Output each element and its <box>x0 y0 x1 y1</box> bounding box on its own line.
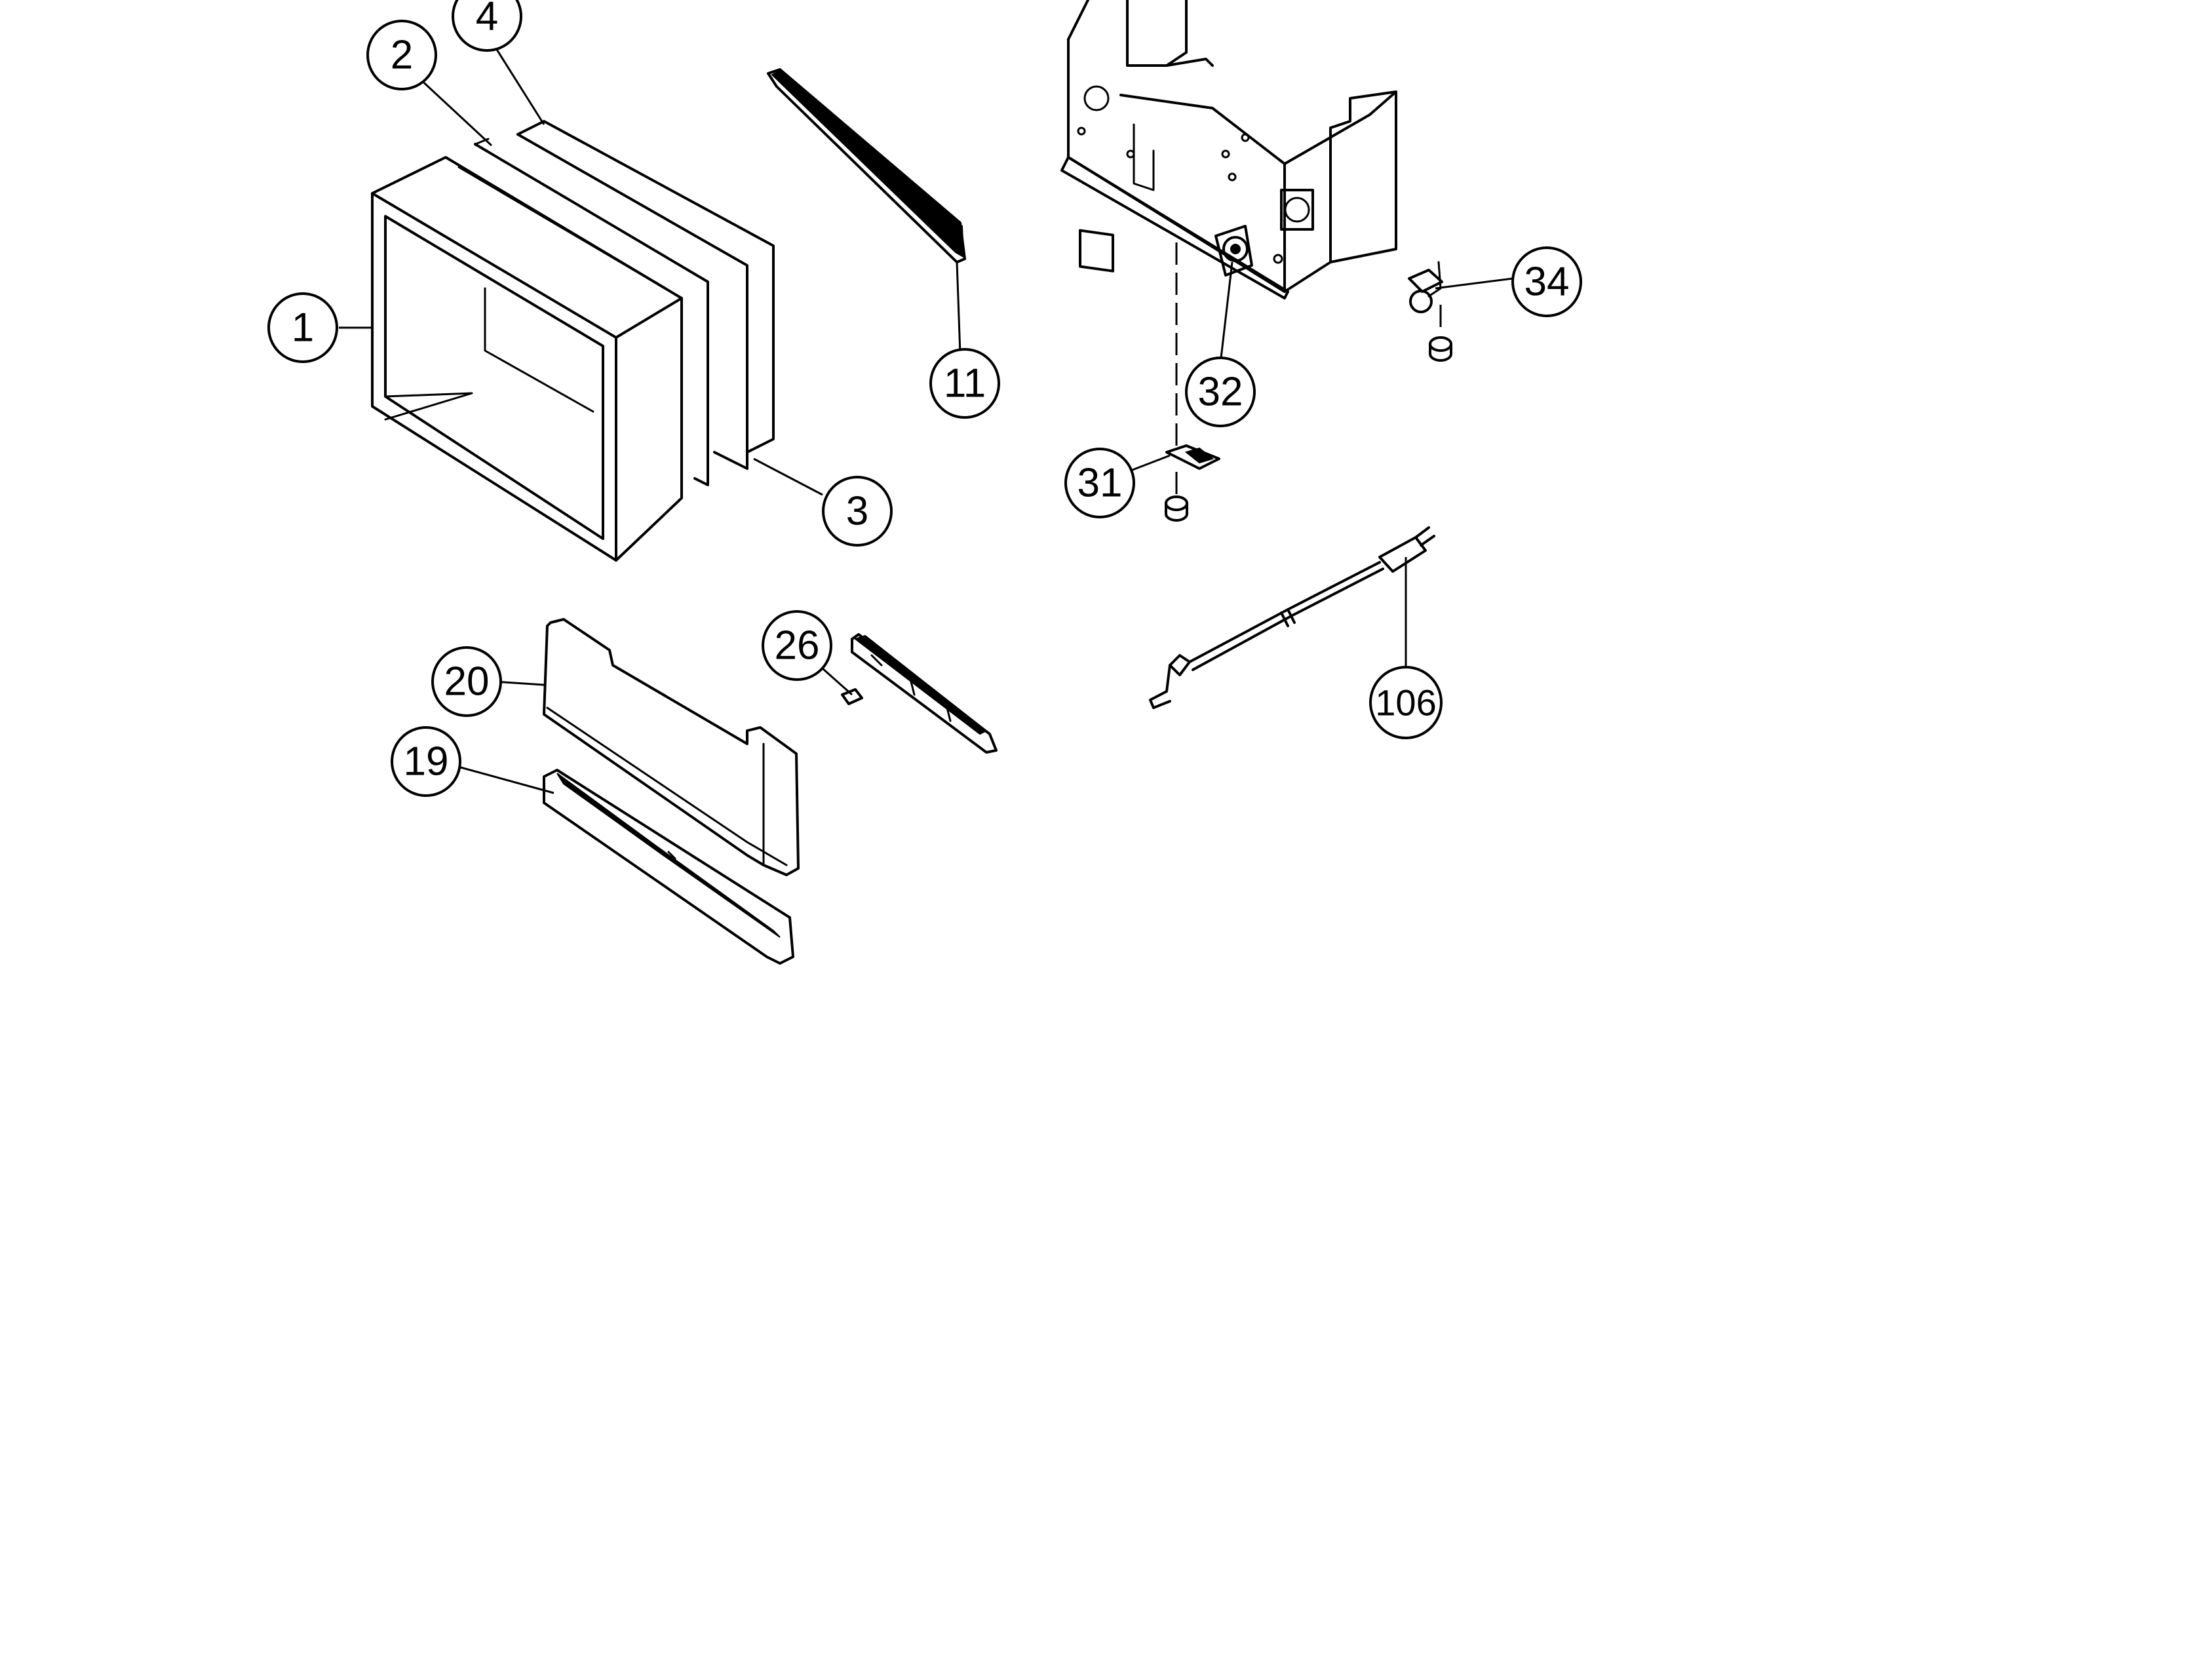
leader-lines <box>339 35 1513 794</box>
callout-2: 2 <box>366 20 437 90</box>
callout-32: 32 <box>1185 357 1256 427</box>
callout-label: 20 <box>444 659 490 705</box>
callout-label: 4 <box>476 0 498 39</box>
callout-label: 26 <box>775 623 820 668</box>
callout-1: 1 <box>267 292 338 363</box>
callout-20: 20 <box>431 646 502 717</box>
part-26-control-bracket <box>841 633 998 754</box>
callout-label: 2 <box>391 33 413 78</box>
part-19-grille <box>543 769 794 965</box>
callout-4: 4 <box>452 0 522 52</box>
part-1-cabinet-frame <box>371 156 683 562</box>
callout-label: 11 <box>944 361 986 406</box>
callout-label: 34 <box>1524 260 1570 305</box>
part-20-lower-panel <box>543 618 800 876</box>
callout-26: 26 <box>762 610 832 681</box>
part-32-speaker <box>1214 225 1253 277</box>
callout-label: 106 <box>1375 682 1436 724</box>
callout-19: 19 <box>391 726 461 797</box>
callout-3: 3 <box>822 476 893 547</box>
callout-106: 106 <box>1369 666 1443 739</box>
callout-label: 1 <box>292 305 314 351</box>
callout-label: 19 <box>404 739 449 784</box>
chassis-assembly <box>1060 0 1397 300</box>
part-11-screen-panel <box>767 68 966 263</box>
callout-34: 34 <box>1511 246 1582 317</box>
callout-31: 31 <box>1064 448 1135 518</box>
callout-label: 32 <box>1198 370 1243 415</box>
part-34-caster <box>1408 261 1452 362</box>
part-4-back-panel <box>516 120 775 470</box>
part-31-bracket <box>1165 242 1220 522</box>
callout-11: 11 <box>929 348 1000 419</box>
callout-label: 31 <box>1077 461 1123 506</box>
part-106-power-cord <box>1149 526 1435 709</box>
callout-label: 3 <box>846 489 868 534</box>
